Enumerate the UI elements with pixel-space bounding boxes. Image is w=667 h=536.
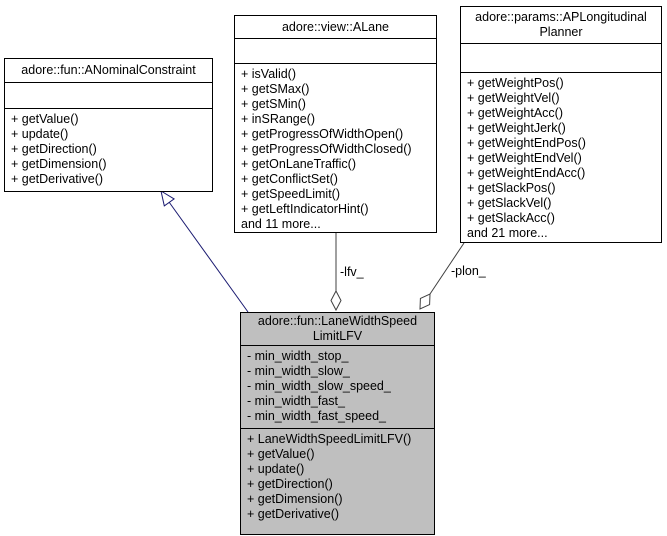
- method-item: + update(): [247, 462, 305, 476]
- class-node-lanewidthspeedlimitlfv[interactable]: adore::fun::LaneWidthSpeed LimitLFV - mi…: [240, 312, 435, 535]
- method-item: + getWeightVel(): [467, 91, 560, 105]
- method-item: + getSMax(): [241, 82, 310, 96]
- method-item: + getWeightAcc(): [467, 106, 563, 120]
- class-node-alane[interactable]: adore::view::ALane + isValid() + getSMax…: [234, 15, 437, 233]
- attribute-item: - min_width_slow_speed_: [247, 379, 391, 393]
- method-item: + getLeftIndicatorHint(): [241, 202, 369, 216]
- edge-label-plon: -plon_: [451, 264, 486, 278]
- class-title: adore::view::ALane: [235, 16, 436, 39]
- method-item: + getWeightJerk(): [467, 121, 566, 135]
- method-item: + getSlackAcc(): [467, 211, 555, 225]
- method-item: + getDirection(): [11, 142, 97, 156]
- method-item: + getDerivative(): [11, 172, 104, 186]
- class-attributes: - min_width_stop_ - min_width_slow_ - mi…: [241, 346, 434, 429]
- method-item: + getDimension(): [11, 157, 107, 171]
- method-item: + getSlackVel(): [467, 196, 552, 210]
- aggregation-diamond-icon: [330, 289, 342, 312]
- method-item: + getDirection(): [247, 477, 333, 491]
- method-item: + getSpeedLimit(): [241, 187, 341, 201]
- aggregation-edge-lfv: [330, 232, 342, 312]
- edge-label-lfv: -lfv_: [340, 265, 364, 279]
- method-item: + getValue(): [11, 112, 79, 126]
- class-attributes-empty: [461, 44, 661, 73]
- method-item-more: and 21 more...: [467, 226, 548, 240]
- method-item: + getProgressOfWidthClosed(): [241, 142, 412, 156]
- method-item: + getSlackPos(): [467, 181, 556, 195]
- aggregation-edge-plon: [419, 242, 465, 310]
- inheritance-arrow-icon: [160, 189, 176, 207]
- class-node-anominalconstraint[interactable]: adore::fun::ANominalConstraint + getValu…: [4, 58, 213, 192]
- class-methods: + getWeightPos() + getWeightVel() + getW…: [461, 73, 661, 244]
- class-title: adore::params::APLongitudinal Planner: [461, 7, 661, 44]
- attribute-item: - min_width_stop_: [247, 349, 349, 363]
- aggregation-diamond-icon: [419, 293, 431, 310]
- method-item: + isValid(): [241, 67, 296, 81]
- method-item: + getConflictSet(): [241, 172, 338, 186]
- class-methods: + isValid() + getSMax() + getSMin() + in…: [235, 64, 436, 235]
- class-node-aplongitudinalplanner[interactable]: adore::params::APLongitudinal Planner + …: [460, 6, 662, 243]
- method-item: + getSMin(): [241, 97, 306, 111]
- method-item: + getWeightEndVel(): [467, 151, 582, 165]
- method-item: + getWeightEndPos(): [467, 136, 586, 150]
- method-item: + getWeightPos(): [467, 76, 564, 90]
- method-item: + getOnLaneTraffic(): [241, 157, 356, 171]
- method-item: + getValue(): [247, 447, 315, 461]
- method-item: + update(): [11, 127, 69, 141]
- method-item: + getWeightEndAcc(): [467, 166, 586, 180]
- class-attributes-empty: [5, 83, 212, 109]
- method-item: + inSRange(): [241, 112, 315, 126]
- attribute-item: - min_width_fast_speed_: [247, 409, 386, 423]
- attribute-item: - min_width_slow_: [247, 364, 350, 378]
- method-item: + getDerivative(): [247, 507, 340, 521]
- class-title: adore::fun::LaneWidthSpeed LimitLFV: [241, 313, 434, 346]
- attribute-item: - min_width_fast_: [247, 394, 345, 408]
- method-item-more: and 11 more...: [241, 217, 321, 231]
- method-item: + getDimension(): [247, 492, 343, 506]
- class-attributes-empty: [235, 39, 436, 64]
- class-title: adore::fun::ANominalConstraint: [5, 59, 212, 83]
- inheritance-edge: [160, 189, 249, 313]
- method-item: + LaneWidthSpeedLimitLFV(): [247, 432, 412, 446]
- method-item: + getProgressOfWidthOpen(): [241, 127, 404, 141]
- class-methods: + LaneWidthSpeedLimitLFV() + getValue() …: [241, 429, 434, 525]
- class-methods: + getValue() + update() + getDirection()…: [5, 109, 212, 190]
